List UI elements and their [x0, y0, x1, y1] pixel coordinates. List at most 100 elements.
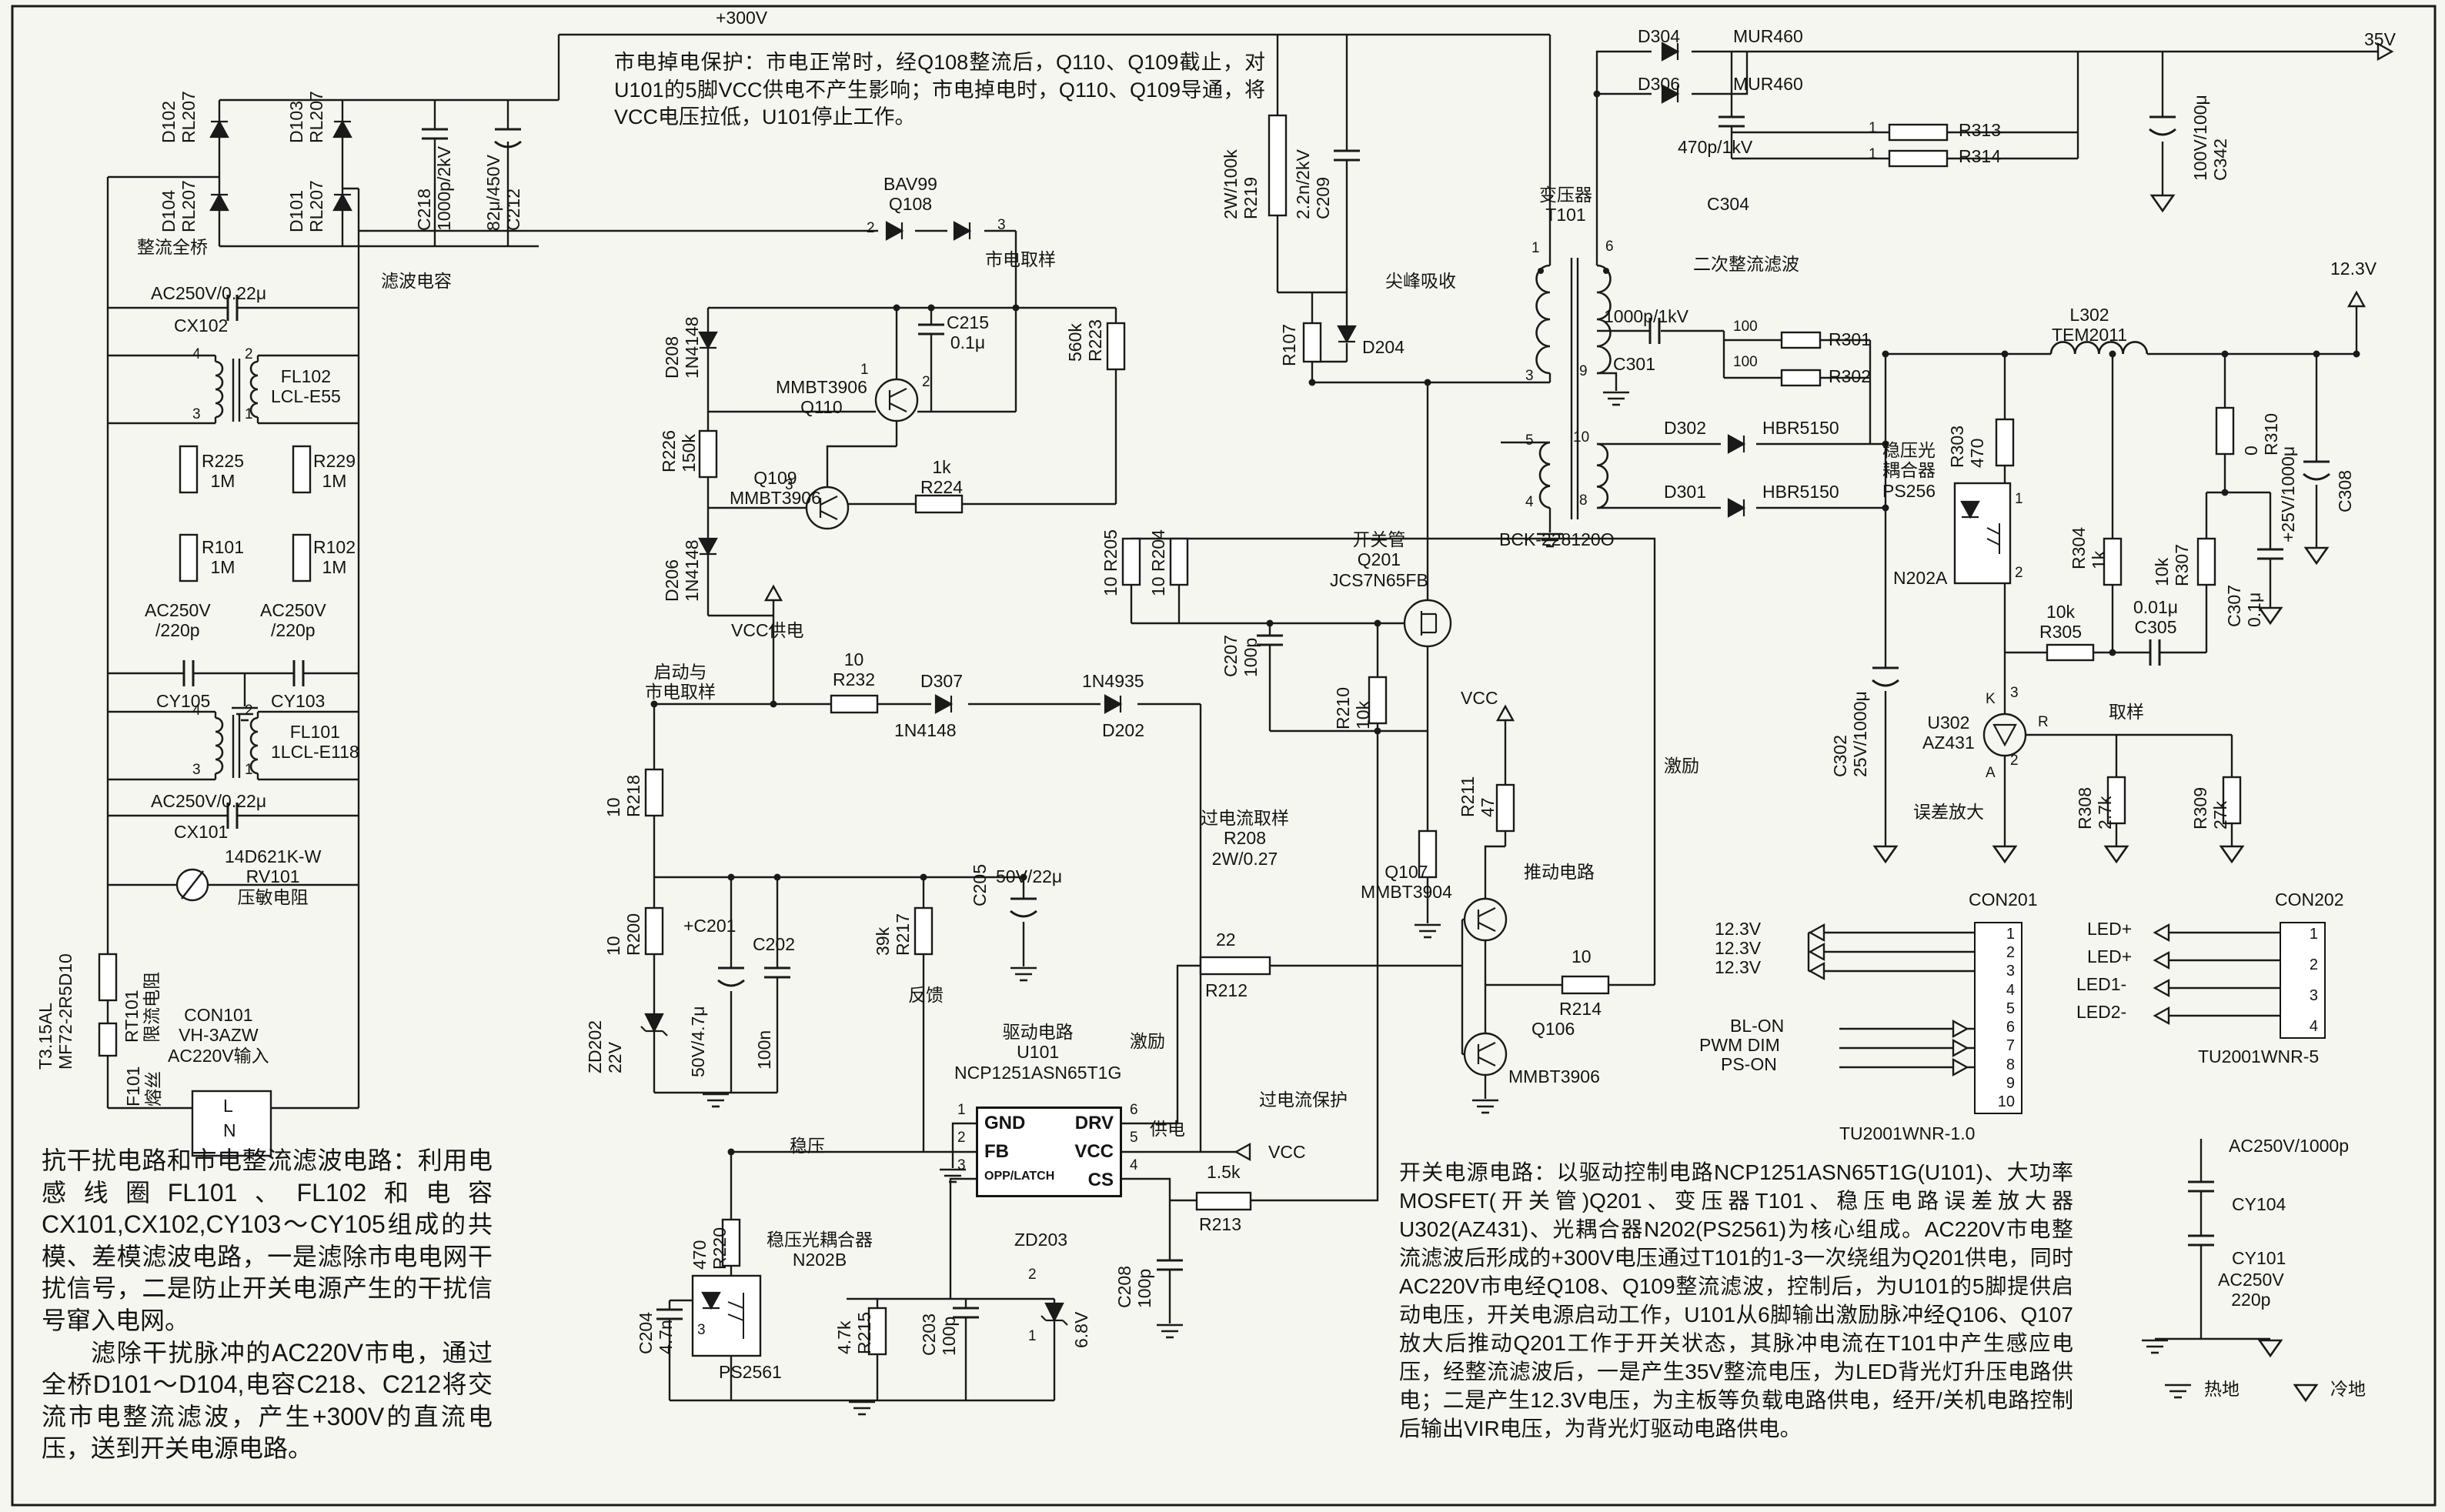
r205: 10 R205 [1101, 529, 1121, 596]
d306: D306 [1638, 74, 1680, 94]
d102: D102 RL207 [159, 91, 199, 143]
sample-label: 取样 [2109, 702, 2144, 722]
d306-val: MUR460 [1733, 74, 1803, 94]
annotation-anti-interference-p1: 抗干扰电路和市电整流滤波电路：利用电感线圈FL101、FL102和电容CX101… [42, 1147, 493, 1334]
r305: 10k R305 [2039, 602, 2082, 643]
r210: R210 10k [1333, 687, 1374, 729]
v123-1: 12.3V [1715, 919, 1762, 939]
fl101-pin4: 4 [192, 703, 201, 719]
led-p2: LED+ [2087, 946, 2133, 966]
r232: 10 R232 [833, 649, 875, 690]
q110-pin1: 1 [860, 362, 869, 378]
cold-gnd-label: 冷地 [2330, 1379, 2366, 1399]
zd202: ZD202 22V [585, 1020, 626, 1073]
r215: 4.7k R215 [834, 1312, 875, 1354]
feedback: 反馈 [908, 985, 944, 1005]
cy105-val: AC250V /220p [145, 600, 211, 641]
t101-pin3: 3 [1525, 368, 1534, 384]
opto-b-pin3: 3 [697, 1322, 706, 1338]
c301: C301 [1613, 354, 1655, 374]
q108-pin3: 3 [997, 217, 1006, 233]
c304: C304 [1707, 194, 1749, 214]
annotation-smps-description: 开关电源电路：以驱动控制电路NCP1251ASN65T1G(U101)、大功率M… [1399, 1159, 2073, 1444]
r226: R226 150k [659, 430, 700, 472]
c208: C208 100p [1114, 1266, 1155, 1308]
led-m1: LED1- [2076, 974, 2127, 994]
r224: 1k R224 [920, 457, 963, 498]
d103: D103 RL207 [286, 91, 327, 143]
zd203-val: 6.8V [1071, 1311, 1091, 1348]
r214: R214 [1559, 999, 1602, 1019]
u101-pin3: 3 [957, 1157, 966, 1173]
t101-pin10: 10 [1573, 429, 1590, 446]
cy-val-top: AC250V/1000p [2229, 1136, 2350, 1156]
r214-val: 10 [1572, 946, 1592, 966]
r313-pin: 1 [1869, 120, 1877, 136]
u302: U302 AZ431 [1922, 713, 1975, 753]
cx102-val: AC250V/0.22μ [151, 283, 267, 303]
c302: C302 25V/1000μ [1830, 691, 1871, 777]
startup-title: 启动与 市电取样 [645, 662, 716, 703]
t101-pin4: 4 [1525, 494, 1534, 510]
r301: R301 [1829, 329, 1871, 349]
r211: R211 47 [1458, 776, 1498, 817]
zd203-pin1: 1 [1028, 1328, 1037, 1344]
r308: R308 2.7k [2075, 787, 2116, 829]
con201-pin-3: 3 [2006, 963, 2015, 980]
d204: D204 [1362, 337, 1405, 357]
fl102-pin1: 1 [245, 406, 253, 422]
r200: 10 R200 [603, 913, 644, 956]
spike: 尖峰吸收 [1385, 271, 1456, 291]
con201-pin-7: 7 [2006, 1037, 2015, 1055]
hot-gnd-label: 热地 [2204, 1379, 2240, 1399]
r302-val: 100 [1733, 354, 1758, 370]
vcc-q201: VCC [1461, 688, 1498, 708]
con101-pin-n: N [223, 1120, 236, 1140]
r102: R102 1M [313, 537, 356, 578]
v35: 35V [2364, 29, 2396, 49]
u101-pin4: 4 [1130, 1157, 1138, 1173]
c201: +C201 [683, 916, 737, 936]
opto-a-pin1: 1 [2015, 491, 2023, 507]
fl102-pin4: 4 [192, 346, 201, 362]
c207: C207 100p [1221, 635, 1261, 677]
con201-label: CON201 [1969, 890, 2038, 910]
r304: R304 1k [2069, 527, 2109, 569]
u302-k: K [1986, 691, 1996, 707]
led-m2: LED2- [2076, 1002, 2127, 1022]
cy103-val: AC250V /220p [260, 600, 326, 641]
u101-pin-opp-label: OPP/LATCH [984, 1170, 1055, 1183]
con202-pin-1: 1 [2309, 926, 2318, 943]
v123-3: 12.3V [1715, 957, 1762, 977]
t101-pin5: 5 [1525, 432, 1534, 449]
u302-a: A [1986, 765, 1996, 781]
vcc-u101: VCC [1268, 1142, 1306, 1162]
con201-pin-5: 5 [2006, 1000, 2015, 1017]
bl-on: BL-ON [1730, 1016, 1785, 1036]
cy103: CY103 [271, 691, 326, 711]
d301: D301 [1664, 482, 1706, 502]
u101-pin-fb-label: FB [984, 1140, 1009, 1162]
opto-a: 稳压光 耦合器 PS256 [1882, 440, 1936, 501]
fl102-pin3: 3 [192, 406, 201, 422]
c308-val: +25V/1000μ [2278, 446, 2298, 542]
t101-pin9: 9 [1579, 363, 1588, 379]
u101-pin6: 6 [1130, 1102, 1138, 1118]
fl101: FL101 1LCL-E118 [271, 722, 359, 763]
con201-pin-4: 4 [2006, 981, 2015, 999]
q110-pin2: 2 [922, 374, 930, 390]
d104: D104 RL207 [159, 180, 199, 232]
stab-label: 稳压 [790, 1136, 825, 1156]
l302: L302 TEM2011 [2052, 305, 2128, 345]
c205: C205 [970, 864, 990, 906]
ps2561: PS2561 [719, 1362, 782, 1382]
fl101-pin1: 1 [245, 762, 253, 778]
q110: MMBT3906 Q110 [776, 377, 867, 418]
err-amp: 误差放大 [1913, 802, 1984, 822]
r309: R309 27k [2190, 787, 2231, 829]
d307: D307 [920, 671, 963, 691]
cy101: CY101 [2232, 1248, 2286, 1268]
